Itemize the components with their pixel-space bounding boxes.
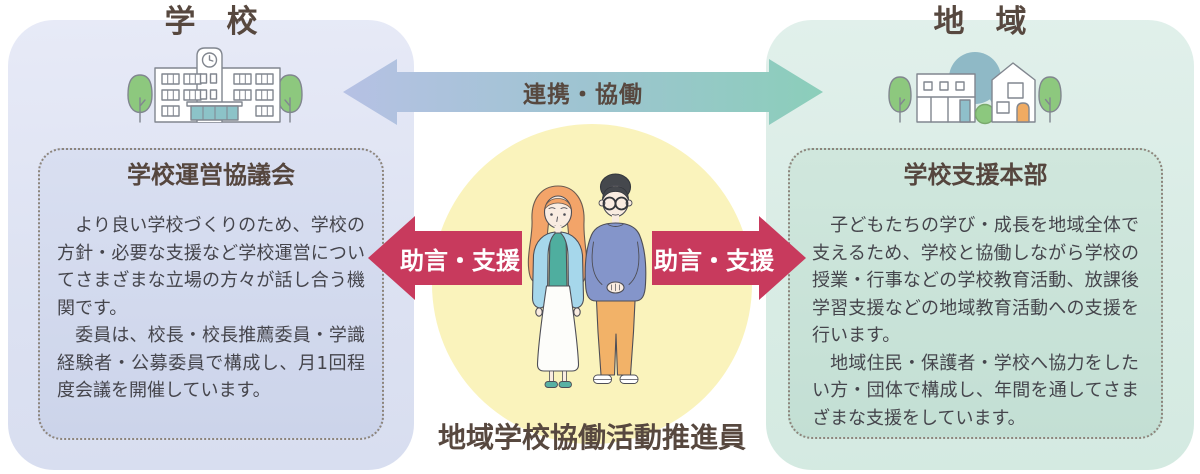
houses-icon [880,48,1090,130]
cooperation-arrow-label: 連携・協働 [523,82,643,108]
glasses [614,196,629,211]
promoter-couple-illustration [518,170,663,396]
cardigan [560,231,585,309]
leg [549,370,554,383]
support-headquarters-paragraph: 地域住民・保護者・学校へ協力をしたい方・団体で構成し、年間を通してさまざまな支援… [812,352,1139,429]
tree-icon [1038,76,1062,123]
advice-arrow-label: 助言・支援 [400,246,520,275]
hand [573,307,581,317]
tree-icon [127,74,153,123]
advice-arrow-label: 助言・支援 [654,246,774,275]
school-council-paragraph: より良い学校づくりのため、学校の方針・必要な支援など学校運営についてさまざまな立… [57,215,365,319]
support-headquarters-text: 子どもたちの学び・成長を地域全体で支えるため、学校と協働しながら学校の授業・行事… [812,212,1139,432]
community-panel-title: 地 域 [933,4,1027,40]
school-council-paragraph: 委員は、校長・校長推薦委員・学識経験者・公募委員で構成し、月1回程度会議を開催し… [57,325,365,401]
cooperation-arrow [343,58,823,126]
right-arrow-shape [652,216,806,300]
support-headquarters-paragraph: 子どもたちの学び・成長を地域全体で支えるため、学校と協働しながら学校の授業・行事… [812,215,1139,346]
leg [562,370,567,383]
tree-icon [888,76,912,123]
school-council-text: より良い学校づくりのため、学校の方針・必要な支援など学校運営についてさまざまな立… [57,212,365,405]
hand [535,307,543,317]
pants [595,300,636,376]
female-promoter-figure [527,185,588,388]
support-headquarters-title: 学校支援本部 [903,161,1048,189]
promoter-label: 地域学校協働活動推進員 [437,421,746,454]
school-panel-title: 学 校 [164,4,258,40]
tree-icon [277,74,303,123]
shoe [544,381,558,388]
school-council-box: 学校運営協議会 より良い学校づくりのため、学校の方針・必要な支援など学校運営につ… [38,148,384,440]
fringe [544,198,572,210]
double-arrow-shape [343,59,823,125]
inner-top [548,232,568,287]
advice-arrow-to-community: 助言・支援 [652,215,806,301]
advice-arrow-to-school: 助言・支援 [368,215,522,301]
school-council-title: 学校運営協議会 [127,161,295,189]
shoe [558,381,572,388]
skirt [536,285,580,372]
school-icon [110,40,310,132]
left-arrow-shape [368,216,522,300]
male-promoter-figure [584,173,647,384]
support-headquarters-box: 学校支援本部 子どもたちの学び・成長を地域全体で支えるため、学校と協働しながら学… [788,148,1163,439]
cardigan [531,231,556,309]
